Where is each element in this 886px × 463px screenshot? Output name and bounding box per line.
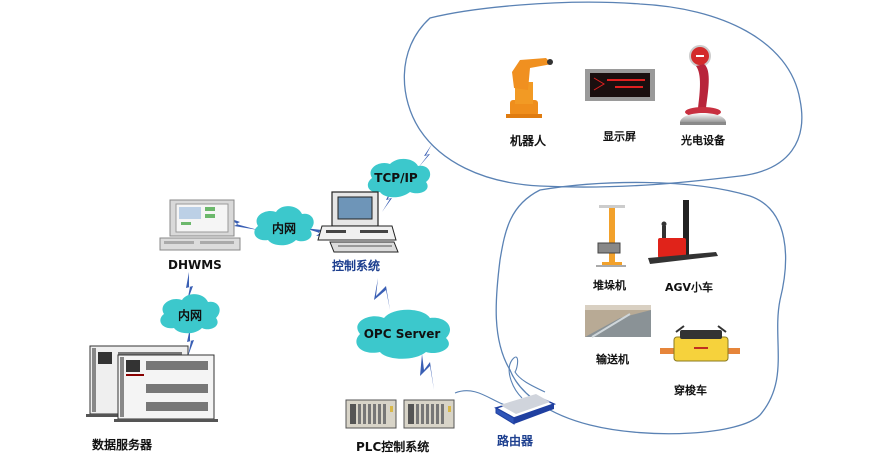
cloud-intranet-top — [254, 206, 314, 246]
router-cable — [454, 356, 546, 406]
agv-label: AGV小车 — [665, 281, 714, 294]
link-intranet-server — [187, 328, 194, 356]
link-opc-plc — [420, 354, 434, 390]
cloud-opc-label: OPC Server — [363, 327, 441, 341]
cloud-intranet-top-label: 内网 — [271, 221, 297, 236]
photoelectric-label: 光电设备 — [681, 134, 725, 147]
lower-zone-boundary — [495, 181, 787, 435]
dhwms-label: DHWMS — [168, 258, 222, 272]
display-label: 显示屏 — [603, 130, 636, 143]
conveyor-label: 输送机 — [596, 353, 629, 366]
shuttle-label: 穿梭车 — [674, 384, 707, 397]
cloud-tcpip — [367, 158, 431, 198]
link-tcpip-upper — [418, 144, 432, 168]
photoelectric-device-icon — [680, 45, 726, 125]
stacker-label: 堆垛机 — [593, 279, 626, 292]
agv-forklift-icon — [648, 200, 718, 264]
server-rack-icon — [86, 345, 218, 422]
cloud-tcpip-label: TCP/IP — [374, 171, 418, 185]
router-icon — [494, 394, 557, 425]
clouds — [160, 158, 451, 359]
upper-zone-boundary — [403, 1, 803, 188]
robot-label: 机器人 — [510, 134, 547, 148]
stacker-crane-icon — [596, 205, 626, 267]
data-server-label: 数据服务器 — [92, 438, 153, 452]
conveyor-icon — [585, 305, 651, 338]
desktop-computer-icon — [159, 199, 241, 251]
link-control-opc — [374, 278, 390, 310]
control-system-label: 控制系统 — [332, 259, 381, 273]
workstation-computer-icon — [317, 191, 399, 253]
plc-label: PLC控制系统 — [356, 440, 430, 454]
cloud-opc — [356, 309, 451, 359]
industrial-robot-icon — [506, 58, 553, 118]
cloud-intranet-left-label: 内网 — [177, 308, 203, 323]
plc-cabinet-icon — [345, 399, 455, 429]
router-label: 路由器 — [497, 434, 534, 448]
shuttle-car-icon — [660, 325, 740, 362]
cloud-intranet-left — [160, 294, 220, 334]
led-display-icon — [585, 69, 655, 101]
link-dhwms-intranet-left — [186, 272, 193, 302]
